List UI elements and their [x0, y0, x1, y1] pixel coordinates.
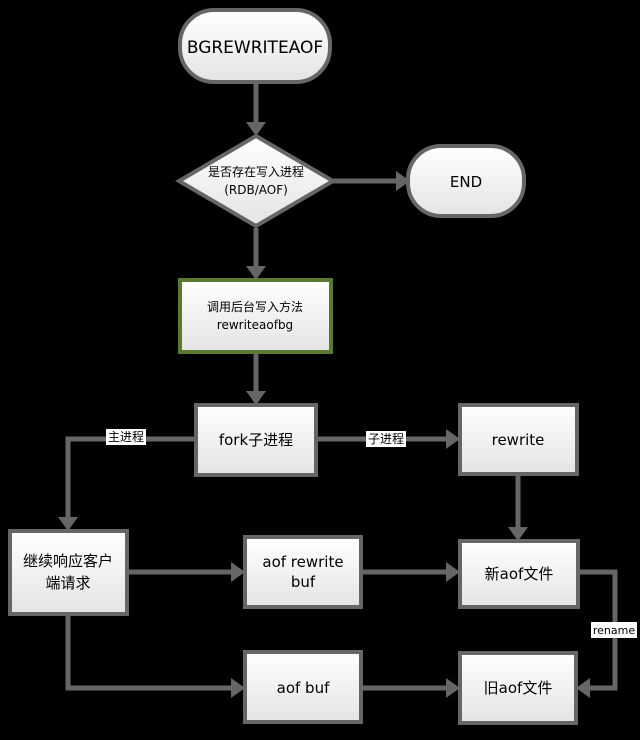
node-decision: 是否存在写入进程 (RDB/AOF) [175, 133, 337, 229]
node-aof-buf-label: aof buf [277, 679, 330, 697]
node-call-bg-line2: rewriteaofbg [217, 318, 293, 332]
arrowhead-oldaof [446, 678, 460, 698]
arrowhead-fork [246, 391, 266, 405]
edge-respond-to-aofbuf [65, 614, 233, 691]
node-respond-line1: 继续响应客户 [23, 552, 113, 570]
node-respond-line2: 端请求 [45, 574, 90, 592]
node-aof-buf: aof buf [243, 650, 363, 724]
edge-fork-to-respond [65, 436, 196, 519]
node-rewrite-label: rewrite [492, 431, 545, 449]
node-start: BGREWRITEAOF [178, 8, 332, 84]
node-fork: fork子进程 [194, 403, 318, 477]
node-aof-rewrite-buf-line2: buf [291, 573, 316, 591]
node-call-bg: 调用后台写入方法 rewriteaofbg [178, 278, 333, 354]
node-decision-line2: (RDB/AOF) [224, 183, 288, 197]
arrowhead-rewrite [446, 429, 460, 449]
arrowhead-newaof-left [446, 562, 460, 582]
node-old-aof: 旧aof文件 [458, 651, 578, 725]
arrowhead-rename [576, 678, 590, 698]
edge-label-main-process-text: 主进程 [108, 429, 144, 444]
node-old-aof-label: 旧aof文件 [484, 679, 553, 697]
edge-label-child-process-text: 子进程 [368, 431, 404, 446]
node-decision-line1: 是否存在写入进程 [208, 164, 304, 179]
arrowhead-callbg [246, 266, 266, 280]
arrowhead-end [396, 171, 410, 191]
node-aof-rewrite-buf-line1: aof rewrite [262, 553, 343, 571]
edge-label-child-process: 子进程 [366, 431, 406, 447]
node-end-label: END [450, 173, 482, 191]
node-rewrite: rewrite [458, 403, 579, 476]
arrowhead-decision [246, 122, 266, 136]
node-new-aof-label: 新aof文件 [485, 565, 554, 583]
node-end: END [406, 144, 526, 218]
arrowhead-newaof [508, 527, 528, 541]
node-call-bg-line1: 调用后台写入方法 [207, 299, 303, 314]
node-new-aof: 新aof文件 [458, 539, 580, 609]
node-respond: 继续响应客户 端请求 [8, 529, 129, 616]
edge-label-rename-text: rename [593, 624, 635, 637]
arrow-heads [58, 122, 590, 698]
node-start-label: BGREWRITEAOF [187, 38, 323, 58]
arrowhead-aofrewritebuf [231, 562, 245, 582]
node-fork-label: fork子进程 [219, 431, 293, 449]
arrowhead-aofbuf [231, 678, 245, 698]
node-aof-rewrite-buf: aof rewrite buf [243, 535, 363, 609]
edge-label-main-process: 主进程 [106, 429, 146, 445]
arrowhead-respond [58, 517, 78, 531]
edge-label-rename: rename [591, 622, 637, 638]
